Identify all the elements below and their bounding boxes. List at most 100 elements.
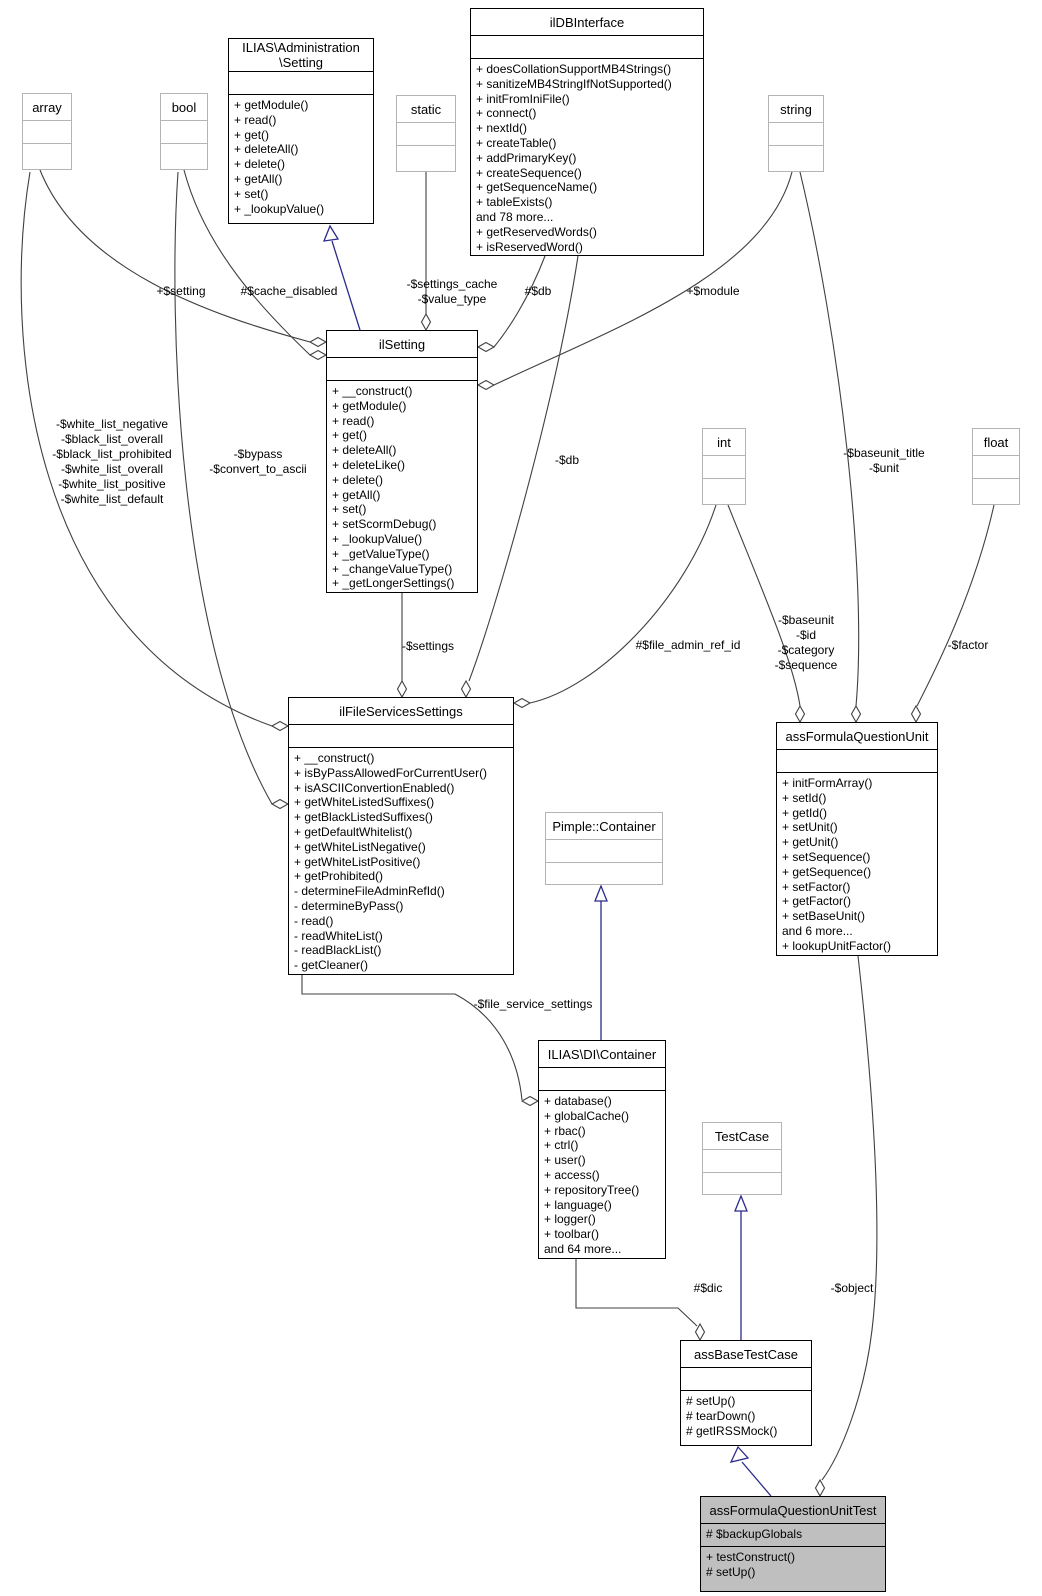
text-line: -$black_list_overall xyxy=(60,432,164,446)
edge-db-setting xyxy=(493,255,546,348)
class-title: ilDBInterface xyxy=(471,9,703,36)
diamond-settings-cache xyxy=(420,312,432,332)
text-line: # setUp() xyxy=(706,1564,756,1579)
class-ilfileservicessettings[interactable]: ilFileServicesSettings + __construct()+ … xyxy=(288,697,514,975)
text-line: -$unit xyxy=(868,461,900,475)
text-line: -$sequence xyxy=(774,658,838,672)
class-methods: + initFormArray()+ setId()+ getId()+ set… xyxy=(777,773,937,955)
text-line: + isASCIIConvertionEnabled() xyxy=(294,780,455,795)
edge-label-factor: -$factor xyxy=(947,638,989,652)
class-assformulaquestionunit[interactable]: assFormulaQuestionUnit + initFormArray()… xyxy=(776,722,938,956)
type-bool: bool xyxy=(160,93,208,170)
text-line: + getModule() xyxy=(332,398,407,413)
text-line: + getWhiteListPositive() xyxy=(294,854,421,869)
arrow-inherit-testcase xyxy=(734,1194,748,1212)
text-line: and 6 more... xyxy=(782,923,853,938)
text-line: + initFromIniFile() xyxy=(476,91,570,106)
text-line: -$white_list_positive xyxy=(58,477,166,491)
class-ilias-di-container[interactable]: ILIAS\DI\Container + database()+ globalC… xyxy=(538,1040,666,1259)
edge-setting xyxy=(39,169,311,343)
text-line: + createSequence() xyxy=(476,165,582,180)
text-line: + initFormArray() xyxy=(782,776,873,790)
text-line: + isReservedWord() xyxy=(476,239,583,254)
class-title: ILIAS\Administration \Setting xyxy=(229,39,373,72)
class-title: ilFileServicesSettings xyxy=(289,698,513,725)
edge-label-settings: -$settings xyxy=(401,639,455,653)
class-assformulaquestionunittest[interactable]: assFormulaQuestionUnitTest # $backupGlob… xyxy=(700,1496,886,1592)
class-methods: + database()+ globalCache()+ rbac()+ ctr… xyxy=(539,1091,665,1258)
text-line: + user() xyxy=(544,1153,586,1168)
text-line: + _getValueType() xyxy=(332,546,430,561)
type-title: bool xyxy=(161,94,207,121)
class-attributes xyxy=(777,750,937,773)
text-line: + _lookupValue() xyxy=(234,201,325,216)
inheritance-edges xyxy=(322,224,772,1497)
text-line: + get() xyxy=(332,428,368,443)
edge-label-object: -$object xyxy=(830,1281,874,1295)
edge-label-settings-cache: -$settings_cache-$value_type xyxy=(407,277,498,307)
diamond-white-lists xyxy=(270,720,290,732)
diamond-db-file xyxy=(460,679,472,699)
text-line: + _getLongerSettings() xyxy=(332,576,455,591)
text-line: + __construct() xyxy=(294,751,375,765)
edge-label-db-file: -$db xyxy=(554,453,580,467)
arrow-inherit-basetest xyxy=(729,1445,750,1463)
text-line: + set() xyxy=(234,186,269,201)
text-line: + getAll() xyxy=(332,487,381,502)
text-line: - readWhiteList() xyxy=(294,928,383,943)
text-line: + isByPassAllowedForCurrentUser() xyxy=(294,765,488,780)
text-line: -$convert_to_ascii xyxy=(209,462,307,476)
class-ilsetting[interactable]: ilSetting + __construct()+ getModule() + … xyxy=(326,330,478,593)
text-line: + getSequenceName() xyxy=(476,180,598,195)
edge-baseunit xyxy=(727,504,801,707)
class-testcase: TestCase xyxy=(702,1122,782,1195)
edge-db-file xyxy=(468,255,579,682)
class-attributes: # $backupGlobals xyxy=(701,1524,885,1547)
class-title: ILIAS\DI\Container xyxy=(539,1041,665,1068)
text-line: # setUp() xyxy=(686,1394,736,1408)
diamond-module xyxy=(476,379,496,391)
edge-label-setting: +$setting xyxy=(156,284,206,298)
type-array: array xyxy=(22,93,72,170)
diamond-factor xyxy=(910,704,922,724)
class-attributes xyxy=(327,358,477,381)
class-attributes xyxy=(229,72,373,95)
text-line: + addPrimaryKey() xyxy=(476,150,577,165)
text-line: + getUnit() xyxy=(782,835,839,850)
text-line: # getIRSSMock() xyxy=(686,1423,778,1438)
class-ildbinterface[interactable]: ilDBInterface + doesCollationSupportMB4S… xyxy=(470,8,704,256)
text-line: + _lookupValue() xyxy=(332,531,423,546)
diamond-baseunit xyxy=(794,704,806,724)
text-line: + __construct() xyxy=(332,384,413,398)
edge-label-module: +$module xyxy=(686,284,740,298)
text-line: and 78 more... xyxy=(476,209,554,224)
text-line: + read() xyxy=(234,112,277,127)
text-line: + logger() xyxy=(544,1212,596,1227)
class-ilias-administration-setting[interactable]: ILIAS\Administration \Setting + getModul… xyxy=(228,38,374,224)
text-line: + setBaseUnit() xyxy=(782,909,866,924)
text-line: -$value_type xyxy=(417,292,487,306)
edge-label-white-lists: -$white_list_negative-$black_list_overal… xyxy=(52,417,171,507)
edge-file-admin-ref-id xyxy=(529,504,717,704)
text-line: and 64 more... xyxy=(544,1241,622,1256)
text-line: -$white_list_overall xyxy=(60,462,164,476)
text-line: + deleteAll() xyxy=(332,443,397,458)
diamond-file-service-settings xyxy=(520,1095,540,1107)
edge-white-lists xyxy=(20,171,273,727)
edge-label-bypass: -$bypass-$convert_to_ascii xyxy=(209,447,306,477)
diamond-settings xyxy=(396,679,408,699)
text-line: + setSequence() xyxy=(782,849,871,864)
diamond-file-admin-ref-id xyxy=(512,697,532,709)
class-assbasetestcase[interactable]: assBaseTestCase # setUp()# tearDown()# g… xyxy=(680,1340,812,1446)
edge-label-file-service-settings: -$file_service_settings xyxy=(473,997,593,1011)
class-title: ilSetting xyxy=(327,331,477,358)
text-line: + tableExists() xyxy=(476,195,553,210)
text-line: + getProhibited() xyxy=(294,869,384,884)
text-line: -$baseunit_title xyxy=(843,446,925,460)
type-string: string xyxy=(768,95,824,172)
text-line: + getModule() xyxy=(234,98,309,112)
text-line: + setFactor() xyxy=(782,879,851,894)
text-line: + deleteLike() xyxy=(332,457,406,472)
text-line: -$white_list_default xyxy=(60,492,164,506)
